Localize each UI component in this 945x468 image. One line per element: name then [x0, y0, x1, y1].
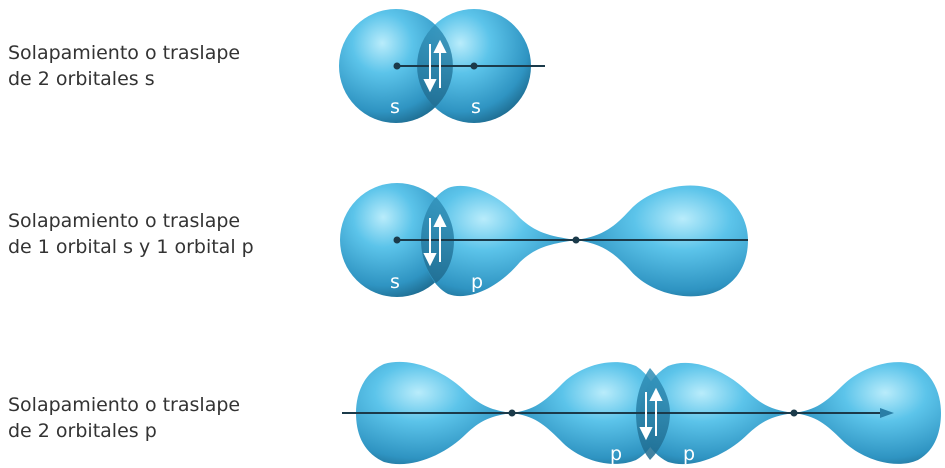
orbital-label: s	[471, 96, 481, 118]
nucleus	[791, 410, 798, 417]
orbital-label: p	[471, 271, 483, 293]
nucleus	[573, 237, 580, 244]
orbital-label: s	[390, 96, 400, 118]
nucleus	[394, 63, 401, 70]
row-p-p: p p	[342, 362, 941, 465]
orbital-label: s	[390, 271, 400, 293]
nucleus	[394, 237, 401, 244]
nucleus	[471, 63, 478, 70]
row-s-s: s s	[339, 9, 545, 123]
nucleus	[509, 410, 516, 417]
orbital-label: p	[610, 443, 622, 465]
orbital-label: p	[683, 443, 695, 465]
row-s-p: s p	[340, 183, 748, 297]
